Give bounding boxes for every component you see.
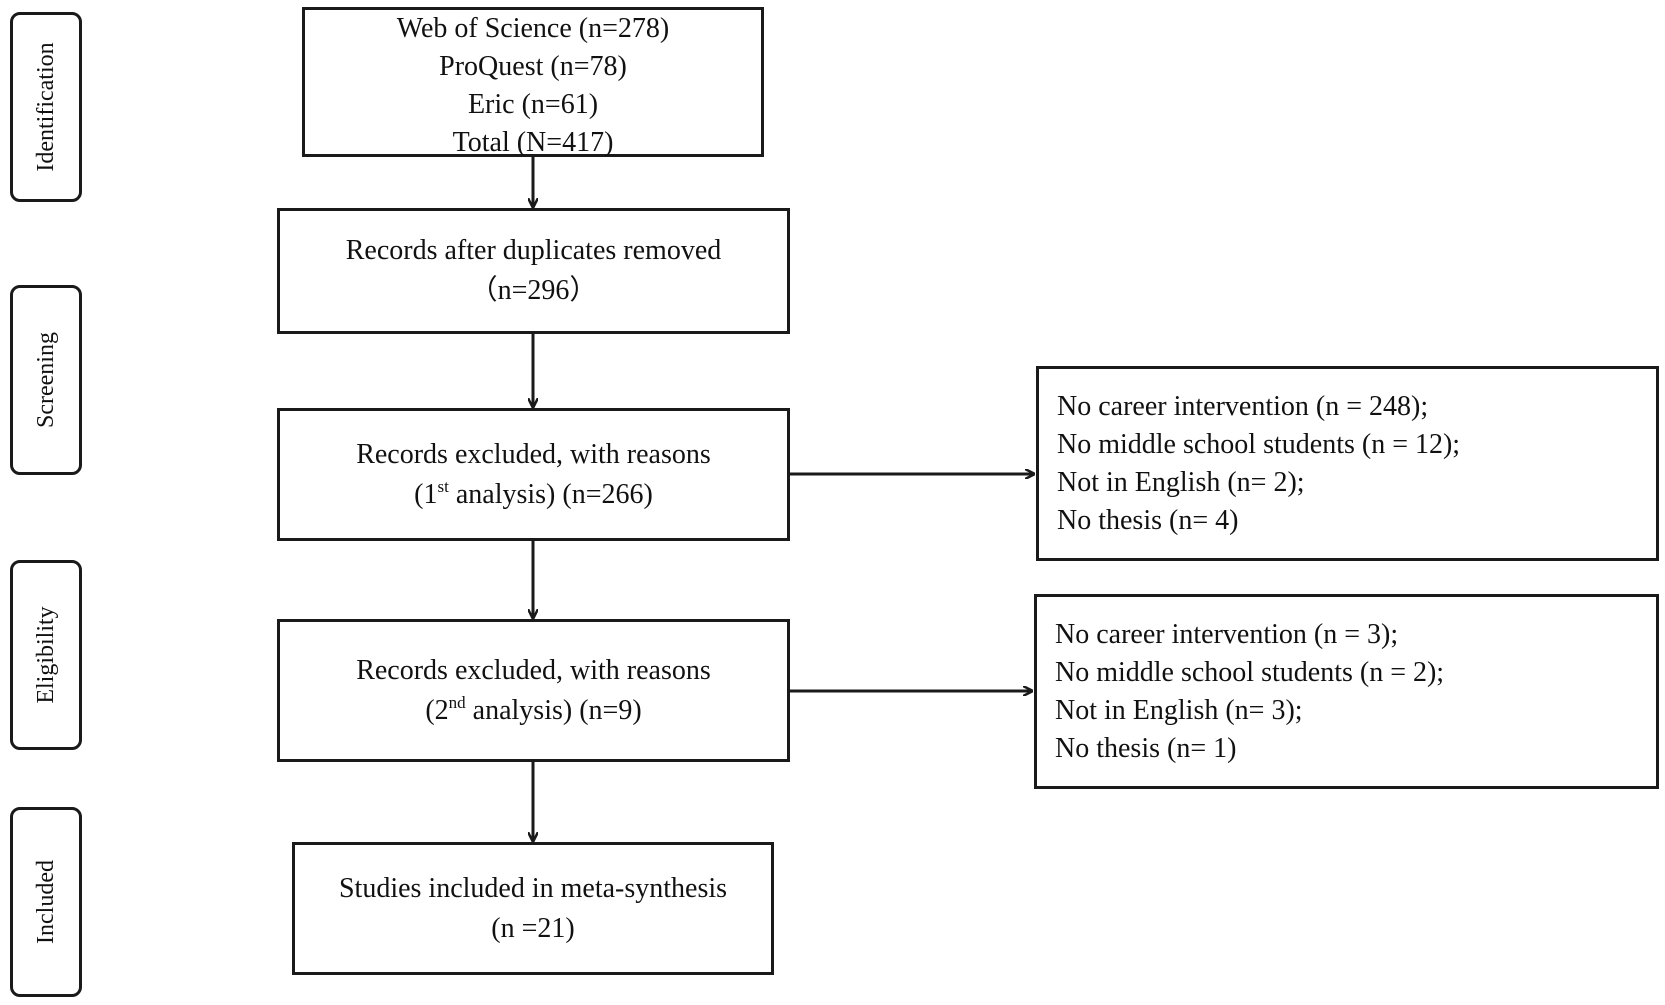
stage-label-screening: Screening	[33, 332, 59, 428]
exclusions-first-box: No career intervention (n = 248); No mid…	[1036, 366, 1659, 561]
second-analysis-count: (2nd analysis) (n=9)	[425, 691, 641, 731]
second-analysis-box: Records excluded, with reasons (2nd anal…	[277, 619, 790, 762]
second-analysis-ordinal: nd	[448, 692, 466, 712]
stage-eligibility: Eligibility	[10, 560, 82, 750]
stage-included: Included	[10, 807, 82, 997]
included-box: Studies included in meta-synthesis (n =2…	[292, 842, 774, 975]
stage-label-eligibility: Eligibility	[33, 606, 59, 704]
second-analysis-post: analysis) (n=9)	[465, 694, 642, 726]
first-analysis-pre: (1	[414, 478, 438, 510]
first-analysis-count: (1st analysis) (n=266)	[414, 475, 653, 515]
exclusion-reason: No career intervention (n = 248);	[1057, 390, 1429, 422]
exclusion-reason: No middle school students (n = 2);	[1055, 656, 1445, 688]
second-analysis-label: Records excluded, with reasons	[356, 654, 711, 686]
source-line: ProQuest (n=78)	[439, 51, 627, 82]
source-line: Web of Science (n=278)	[396, 13, 670, 44]
included-count: (n =21)	[491, 912, 575, 944]
first-analysis-post: analysis) (n=266)	[448, 478, 653, 510]
exclusion-reason: No thesis (n= 4)	[1057, 504, 1239, 536]
source-total: Total (N=417)	[452, 127, 614, 158]
exclusion-reason: No middle school students (n = 12);	[1057, 428, 1461, 460]
source-line: Eric (n=61)	[467, 89, 599, 120]
second-analysis-pre: (2	[425, 694, 449, 726]
stage-label-identification: Identification	[33, 42, 59, 172]
first-analysis-label: Records excluded, with reasons	[356, 438, 711, 470]
included-label: Studies included in meta-synthesis	[338, 872, 728, 904]
stage-identification: Identification	[10, 12, 82, 202]
dedup-label: Records after duplicates removed	[345, 235, 722, 266]
exclusion-reason: No thesis (n= 1)	[1055, 732, 1237, 764]
exclusion-reason: Not in English (n= 3);	[1055, 694, 1303, 726]
stage-label-included: Included	[33, 860, 59, 944]
dedup-box: Records after duplicates removed （n=296）	[277, 208, 790, 334]
first-analysis-box: Records excluded, with reasons (1st anal…	[277, 408, 790, 541]
exclusion-reason: No career intervention (n = 3);	[1055, 618, 1399, 650]
sources-box: Web of Science (n=278) ProQuest (n=78) E…	[302, 7, 764, 158]
first-analysis-ordinal: st	[437, 476, 449, 496]
dedup-count: （n=296）	[469, 275, 598, 306]
exclusions-second-box: No career intervention (n = 3); No middl…	[1034, 594, 1659, 789]
exclusion-reason: Not in English (n= 2);	[1057, 466, 1305, 498]
stage-screening: Screening	[10, 285, 82, 475]
